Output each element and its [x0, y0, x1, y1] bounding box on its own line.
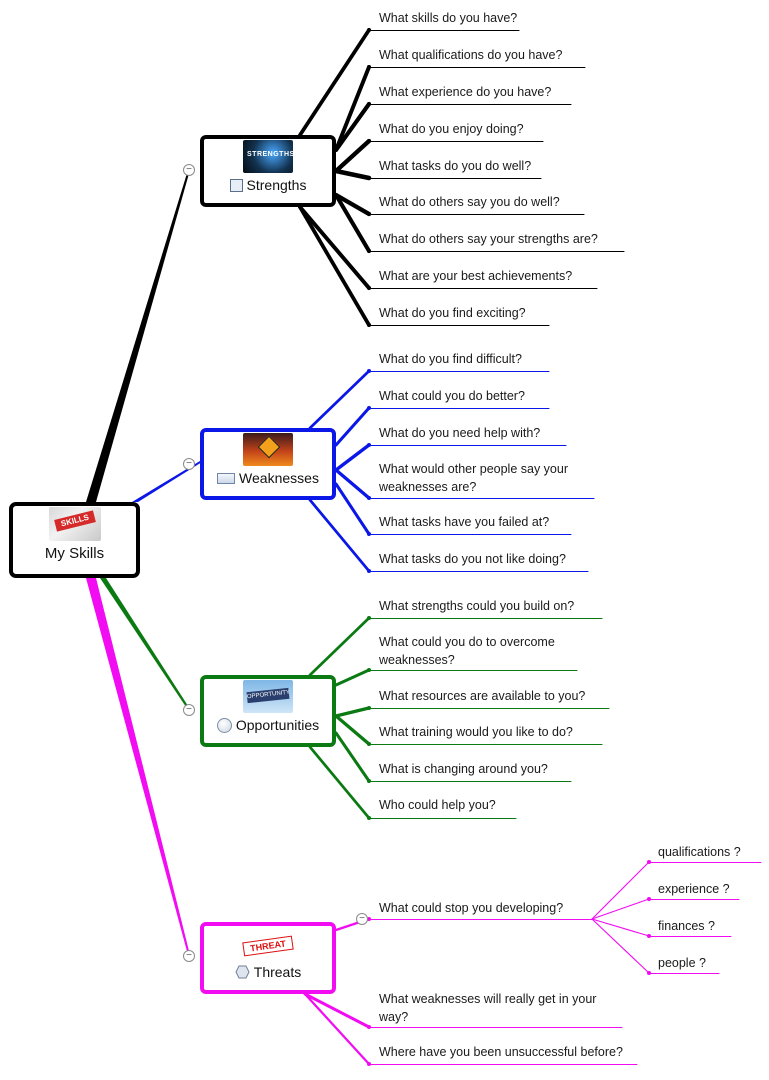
- topic-label-opportunities: Opportunities: [235, 717, 320, 733]
- opportunities-question[interactable]: What could you do to overcome weaknesses…: [379, 635, 555, 667]
- circle-shape-icon[interactable]: [216, 717, 232, 733]
- question-connector: [334, 714, 371, 746]
- threat-stamp-icon: THREAT: [242, 935, 294, 958]
- topic-label-weaknesses: Weaknesses: [239, 470, 319, 486]
- branch-threats-connector: [86, 578, 190, 955]
- question-connector: [298, 205, 371, 290]
- sub-question-connector: [591, 918, 650, 974]
- question-connector: [303, 992, 371, 1066]
- weaknesses-question[interactable]: What would other people say your weaknes…: [379, 462, 568, 494]
- question-connector: [333, 101, 372, 153]
- question-connector: [308, 498, 371, 573]
- weaknesses-question[interactable]: What tasks have you failed at?: [379, 515, 550, 529]
- topic-weaknesses[interactable]: Weaknesses: [200, 428, 336, 500]
- topic-opportunities[interactable]: OPPORTUNITY Opportunities: [200, 675, 336, 747]
- threats-sub-question[interactable]: people ?: [658, 956, 706, 970]
- question-connector: [334, 468, 371, 500]
- strengths-photo-icon: STRENGTHS: [243, 140, 293, 173]
- opportunities-question[interactable]: What strengths could you build on?: [379, 599, 575, 613]
- question-connector: [334, 731, 371, 783]
- opportunities-question[interactable]: What resources are available to you?: [379, 689, 586, 703]
- strengths-question[interactable]: What do you enjoy doing?: [379, 122, 524, 136]
- hexagon-shape-icon[interactable]: [235, 965, 250, 979]
- weaknesses-sign-icon: [243, 433, 293, 466]
- collapse-stop-developing-button[interactable]: −: [356, 913, 368, 925]
- topic-strengths[interactable]: STRENGTHS Strengths: [200, 135, 336, 207]
- threats-sub-question[interactable]: qualifications ?: [658, 845, 741, 859]
- question-connector: [308, 745, 371, 820]
- weaknesses-question[interactable]: What could you do better?: [379, 389, 525, 403]
- opportunities-question[interactable]: What is changing around you?: [379, 762, 548, 776]
- question-connector: [333, 168, 372, 181]
- question-connector: [334, 668, 371, 687]
- weaknesses-question[interactable]: What do you need help with?: [379, 426, 541, 440]
- threats-sub-question[interactable]: experience ?: [658, 882, 730, 896]
- question-connector: [298, 28, 371, 137]
- threat-stamp-text: THREAT: [242, 935, 294, 957]
- strengths-question[interactable]: What skills do you have?: [379, 11, 518, 25]
- strengths-question[interactable]: What are your best achievements?: [379, 269, 573, 283]
- skills-photo-icon: SKILLS: [48, 507, 101, 541]
- strengths-question[interactable]: What qualifications do you have?: [379, 48, 563, 62]
- question-connector: [334, 482, 371, 536]
- strengths-question[interactable]: What experience do you have?: [379, 85, 552, 99]
- topic-label-strengths: Strengths: [246, 177, 307, 193]
- threats-question[interactable]: Where have you been unsuccessful before?: [379, 1045, 623, 1059]
- task-checkbox-icon[interactable]: [229, 178, 243, 192]
- opportunities-question[interactable]: Who could help you?: [379, 798, 496, 812]
- opportunities-question[interactable]: What training would you like to do?: [379, 725, 573, 739]
- question-connector: [333, 192, 372, 254]
- sub-question-connector: [591, 861, 650, 920]
- sub-question-connector: [591, 918, 650, 937]
- branch-strengths-connector: [86, 170, 190, 502]
- question-connector: [333, 138, 372, 174]
- topic-threats[interactable]: THREAT Threats: [200, 922, 336, 994]
- branch-opportunities-connector: [100, 578, 190, 710]
- branch-connectors: [86, 28, 651, 1066]
- question-connector: [334, 65, 371, 152]
- question-connector: [303, 992, 371, 1029]
- question-connector: [308, 369, 371, 430]
- question-connector: [298, 205, 371, 327]
- collapse-weaknesses-button[interactable]: −: [183, 458, 195, 470]
- weaknesses-question[interactable]: What do you find difficult?: [379, 352, 522, 366]
- collapse-strengths-button[interactable]: −: [183, 164, 195, 176]
- collapse-threats-button[interactable]: −: [183, 950, 195, 962]
- question-connector: [334, 443, 371, 472]
- threats-question[interactable]: What could stop you developing?: [379, 901, 564, 915]
- strengths-question[interactable]: What tasks do you do well?: [379, 159, 532, 173]
- question-connector: [308, 616, 371, 677]
- question-connector: [334, 706, 371, 718]
- weaknesses-question[interactable]: What tasks do you not like doing?: [379, 552, 566, 566]
- topic-label-threats: Threats: [253, 964, 302, 980]
- opportunity-sign-icon: OPPORTUNITY: [243, 680, 293, 713]
- question-connector: [333, 192, 372, 217]
- branch-weaknesses-connector: [132, 461, 202, 502]
- sub-question-connector: [591, 898, 650, 920]
- threats-question[interactable]: What weaknesses will really get in your …: [379, 992, 597, 1024]
- collapse-opportunities-button[interactable]: −: [183, 704, 195, 716]
- central-topic-label: My Skills: [44, 545, 105, 562]
- strengths-question[interactable]: What do others say your strengths are?: [379, 232, 598, 246]
- question-connector: [334, 406, 371, 447]
- central-topic[interactable]: SKILLS My Skills: [9, 502, 140, 578]
- threats-sub-question[interactable]: finances ?: [658, 919, 715, 933]
- topic-underlines: [368, 29, 762, 1066]
- strengths-question[interactable]: What do you find exciting?: [379, 306, 526, 320]
- strengths-question[interactable]: What do others say you do well?: [379, 195, 560, 209]
- rectangle-shape-icon[interactable]: [217, 472, 236, 484]
